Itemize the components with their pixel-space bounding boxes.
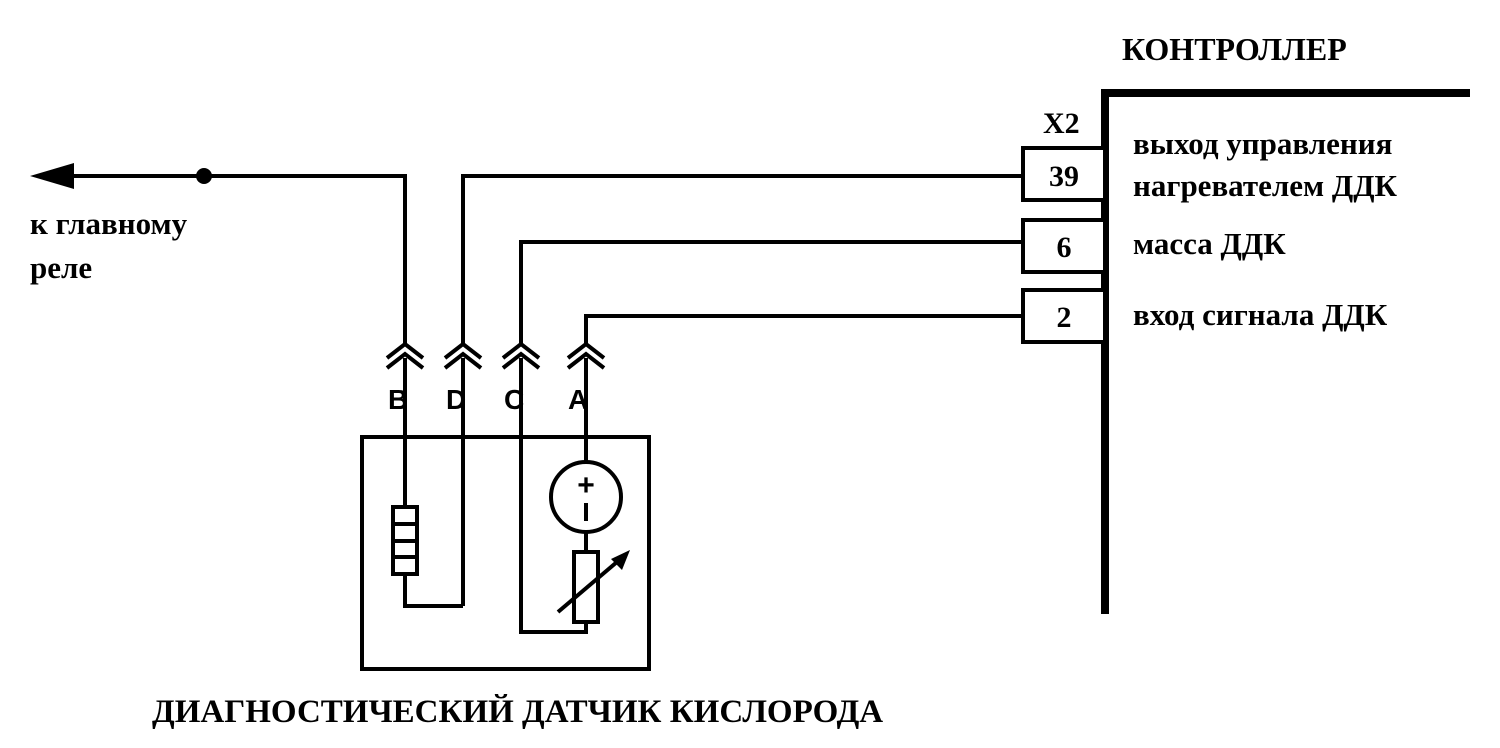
connector-label: X2 <box>1043 107 1080 140</box>
pin-6-label: масса ДДК <box>1133 226 1286 261</box>
relay-label-line2: реле <box>30 250 92 285</box>
pin-number-39: 39 <box>1049 160 1079 193</box>
pin-letter-d: D <box>446 384 466 415</box>
wire-pin-a <box>584 314 1023 344</box>
pin-39-label-line1: выход управления <box>1133 126 1392 161</box>
pin-number-6: 6 <box>1057 231 1072 264</box>
connector-chevron-a-icon <box>566 341 606 370</box>
connector-chevron-c-icon <box>501 341 541 370</box>
pin-box-39 <box>1021 146 1107 202</box>
heater-resistor-icon <box>391 505 419 576</box>
wire-pin-c <box>519 240 1023 344</box>
pin-39-label-line2: нагревателем ДДК <box>1133 168 1398 203</box>
relay-label-line1: к главному <box>30 206 188 241</box>
connector-chevron-b-icon <box>385 341 425 370</box>
sensor-title: ДИАГНОСТИЧЕСКИЙ ДАТЧИК КИСЛОРОДА <box>152 693 883 730</box>
wire-c-down <box>519 358 588 634</box>
pin-letter-c: C <box>504 384 524 415</box>
connector-chevron-d-icon <box>443 341 483 370</box>
junction-dot <box>196 168 212 184</box>
pin-letter-a: A <box>568 384 588 415</box>
controller-title: КОНТРОЛЛЕР <box>1122 31 1347 67</box>
pin-2-label: вход сигнала ДДК <box>1133 297 1388 332</box>
sensor-box <box>360 435 651 671</box>
relay-wire <box>70 174 407 344</box>
variable-resistor-icon <box>556 550 630 624</box>
heater-loop-wire <box>403 574 463 608</box>
wire-pin-d <box>461 174 1023 344</box>
controller-bus <box>1101 89 1470 614</box>
pin-number-2: 2 <box>1057 301 1072 334</box>
pin-box-6 <box>1021 218 1107 274</box>
relay-arrow-icon <box>30 163 74 189</box>
pin-letter-b: B <box>388 384 408 415</box>
emf-plus-sign: + <box>577 469 595 502</box>
